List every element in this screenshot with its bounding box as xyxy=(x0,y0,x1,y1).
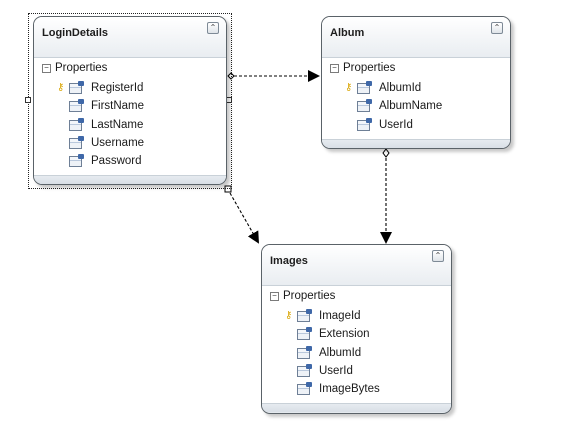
property-label: UserId xyxy=(319,364,353,377)
minus-toggle-icon[interactable]: − xyxy=(330,64,339,73)
property-row[interactable]: AlbumId xyxy=(262,345,451,363)
entity-images[interactable]: Images ⌃ − Properties ⚷ ImageId Extensio… xyxy=(261,244,452,414)
minus-toggle-icon[interactable]: − xyxy=(270,292,279,301)
connector-origin-diamond-album-images[interactable] xyxy=(382,148,390,158)
property-icon xyxy=(69,99,84,113)
property-label: FirstName xyxy=(91,100,145,113)
entity-footer xyxy=(34,175,226,184)
property-row[interactable]: Extension xyxy=(262,326,451,344)
property-list: ⚷ ImageId Extension AlbumId UserId Image… xyxy=(262,308,451,404)
properties-section[interactable]: − Properties xyxy=(322,57,510,80)
connector-login-to-images[interactable] xyxy=(229,192,259,244)
minus-toggle-icon[interactable]: − xyxy=(42,64,51,73)
key-icon: ⚷ xyxy=(345,82,353,93)
property-label: Password xyxy=(91,155,142,168)
property-label: ImageId xyxy=(319,310,361,322)
property-row[interactable]: FirstName xyxy=(34,98,226,116)
entity-header[interactable]: Images ⌃ xyxy=(262,245,451,285)
connector-origin-square-login-images[interactable] xyxy=(224,185,232,193)
entity-title: Images xyxy=(270,255,308,267)
property-icon xyxy=(297,309,312,322)
property-list: ⚷ AlbumId AlbumName UserId xyxy=(322,80,510,139)
properties-section[interactable]: − Properties xyxy=(262,285,451,308)
property-label: ImageBytes xyxy=(319,383,380,396)
entity-header[interactable]: Album ⌃ xyxy=(322,17,510,57)
property-label: Username xyxy=(91,136,145,149)
property-row[interactable]: ⚷ ImageId xyxy=(262,308,451,326)
connector-origin-diamond-login-album[interactable] xyxy=(227,72,235,80)
property-row[interactable]: UserId xyxy=(262,363,451,381)
entity-title: LoginDetails xyxy=(42,27,109,39)
property-row[interactable]: ⚷ RegisterId xyxy=(34,80,226,98)
property-icon xyxy=(69,154,84,168)
property-row[interactable]: Password xyxy=(34,153,226,171)
entity-album[interactable]: Album ⌃ − Properties ⚷ AlbumId AlbumName… xyxy=(321,16,511,149)
property-icon xyxy=(297,382,312,396)
property-label: AlbumName xyxy=(379,100,443,113)
property-label: UserId xyxy=(379,118,413,131)
section-label: Properties xyxy=(55,62,108,74)
property-icon xyxy=(297,345,312,359)
property-label: LastName xyxy=(91,118,144,131)
entity-footer xyxy=(322,138,510,148)
entity-login-details[interactable]: LoginDetails ⌃ − Properties ⚷ RegisterId… xyxy=(33,16,227,185)
property-list: ⚷ RegisterId FirstName LastName Username… xyxy=(34,80,226,176)
collapse-chevron-icon[interactable]: ⌃ xyxy=(491,22,503,34)
selection-handle-left[interactable] xyxy=(25,97,31,103)
entity-header[interactable]: LoginDetails ⌃ xyxy=(34,17,226,57)
entity-footer xyxy=(262,403,451,413)
key-icon: ⚷ xyxy=(57,82,65,93)
property-row[interactable]: UserId xyxy=(322,117,510,135)
property-row[interactable]: ImageBytes xyxy=(262,381,451,399)
property-icon xyxy=(69,81,84,94)
properties-section[interactable]: − Properties xyxy=(34,57,226,80)
property-row[interactable]: LastName xyxy=(34,117,226,135)
property-icon xyxy=(297,327,312,341)
property-icon xyxy=(357,99,372,113)
property-icon xyxy=(69,117,84,131)
property-icon xyxy=(297,363,312,377)
property-label: AlbumId xyxy=(379,82,422,94)
key-icon: ⚷ xyxy=(285,310,293,321)
property-icon xyxy=(69,135,84,149)
collapse-chevron-icon[interactable]: ⌃ xyxy=(432,250,444,262)
property-label: AlbumId xyxy=(319,346,362,359)
property-row[interactable]: Username xyxy=(34,135,226,153)
section-label: Properties xyxy=(283,290,336,302)
property-label: Extension xyxy=(319,328,370,341)
property-row[interactable]: AlbumName xyxy=(322,98,510,116)
entity-title: Album xyxy=(330,27,365,39)
section-label: Properties xyxy=(343,62,396,74)
property-icon xyxy=(357,117,372,131)
property-label: RegisterId xyxy=(91,82,144,94)
collapse-chevron-icon[interactable]: ⌃ xyxy=(207,22,219,34)
property-icon xyxy=(357,81,372,94)
property-row[interactable]: ⚷ AlbumId xyxy=(322,80,510,98)
